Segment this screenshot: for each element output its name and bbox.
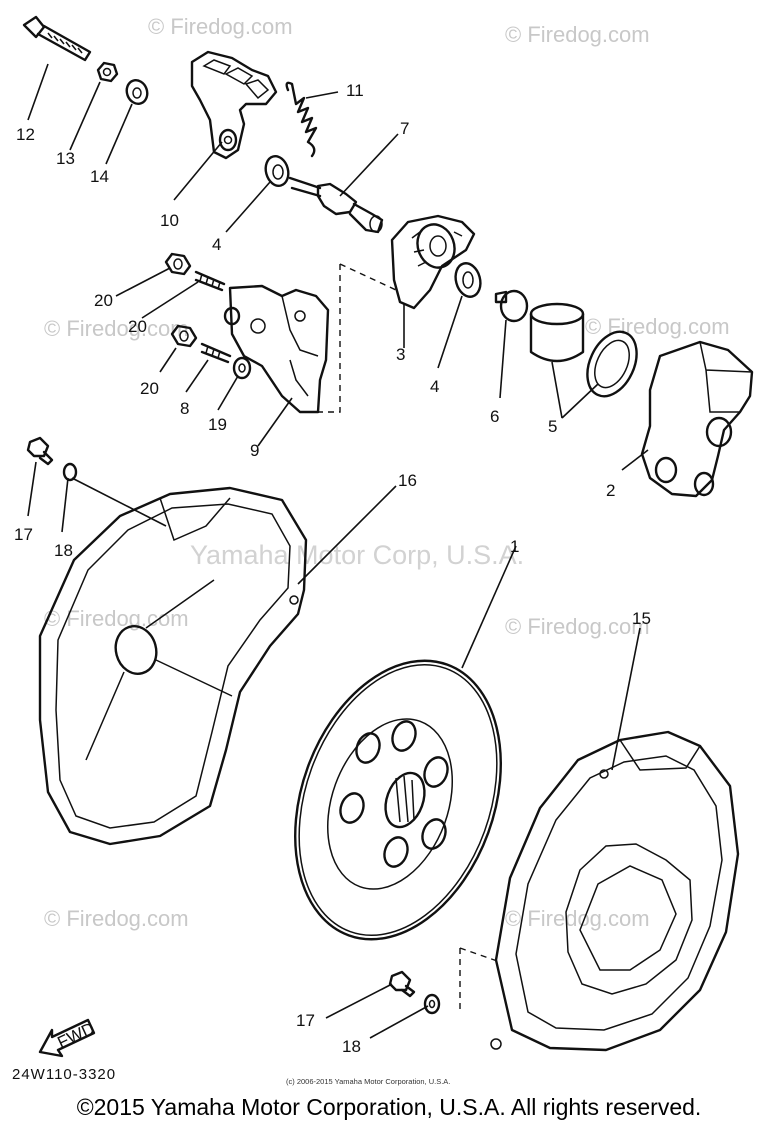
- part-caliper-2: [640, 340, 754, 498]
- callout-8: 8: [180, 399, 189, 418]
- watermark-lower-left: © Firedog.com: [44, 606, 189, 631]
- callout-10: 10: [160, 211, 179, 230]
- watermark-center: Yamaha Motor Corp, U.S.A.: [190, 540, 525, 570]
- part-bolt-20-small: [223, 306, 241, 326]
- part-shaft-7: [288, 176, 384, 234]
- callout-7: 7: [400, 119, 409, 138]
- callout-17-lower: 17: [296, 1011, 315, 1030]
- part-bolt-12: [22, 15, 92, 62]
- part-stud-8: [200, 342, 232, 364]
- callout-6: 6: [490, 407, 499, 426]
- diagram-code: 24W110-3320: [12, 1066, 117, 1083]
- callout-20-upper: 20: [94, 291, 113, 310]
- part-washer-18-upper: [62, 462, 78, 482]
- watermark-bottom-right: © Firedog.com: [505, 906, 650, 931]
- part-nut-20-upper: [164, 252, 192, 276]
- part-washer-18-lower: [423, 993, 441, 1015]
- watermark-top-left: © Firedog.com: [148, 14, 293, 39]
- callout-5: 5: [548, 417, 557, 436]
- part-cover-15: [490, 730, 740, 1052]
- callout-9: 9: [250, 441, 259, 460]
- callout-4-lower: 4: [430, 377, 439, 396]
- part-pin-6: [494, 289, 529, 323]
- copyright-footer: ©2015 Yamaha Motor Corporation, U.S.A. A…: [76, 1094, 702, 1120]
- watermark-mid-left: © Firedog.com: [44, 316, 189, 341]
- watermark-top-right: © Firedog.com: [505, 22, 650, 47]
- part-piston-5a: [529, 302, 585, 363]
- callout-13: 13: [56, 149, 75, 168]
- watermark-lower-right: © Firedog.com: [505, 614, 650, 639]
- callout-19: 19: [208, 415, 227, 434]
- fwd-label: FWD: [54, 1019, 97, 1053]
- callout-16: 16: [398, 471, 417, 490]
- callout-3: 3: [396, 345, 405, 364]
- callout-17-upper: 17: [14, 525, 33, 544]
- part-bracket-9: [228, 284, 330, 414]
- forward-arrow: FWD: [38, 1019, 98, 1058]
- callout-18-upper: 18: [54, 541, 73, 560]
- leader-lines: [27, 63, 649, 1039]
- part-nut-13: [96, 61, 119, 83]
- part-piston-5b: [586, 330, 638, 398]
- part-cam-lever-10: [190, 50, 278, 160]
- callout-4-upper: 4: [212, 235, 221, 254]
- alignment-line-upper: [318, 263, 397, 413]
- callout-15: 15: [632, 609, 651, 628]
- part-nut-20-lower: [170, 324, 198, 348]
- watermark-bottom-left: © Firedog.com: [44, 906, 189, 931]
- callout-14: 14: [90, 167, 109, 186]
- part-spring-11: [285, 81, 318, 158]
- small-copyright: (c) 2006-2015 Yamaha Motor Corporation, …: [286, 1077, 451, 1086]
- part-stud-upper: [194, 270, 226, 292]
- part-seal-4-upper: [264, 155, 290, 187]
- callout-20-lower: 20: [140, 379, 159, 398]
- part-cover-16: [38, 486, 308, 846]
- part-washer-14: [125, 79, 149, 105]
- part-washer-19: [232, 356, 252, 380]
- callout-2: 2: [606, 481, 615, 500]
- callout-20-mid: 20: [128, 317, 147, 336]
- part-bolt-17-upper: [26, 436, 54, 466]
- callout-18-lower: 18: [342, 1037, 361, 1056]
- part-plate-3: [390, 214, 476, 310]
- part-seal-4-lower: [454, 262, 482, 298]
- alignment-line-lower: [459, 947, 501, 1010]
- callout-11: 11: [346, 81, 364, 100]
- callout-1: 1: [510, 537, 519, 556]
- part-disc-1: [294, 659, 502, 941]
- callout-12: 12: [16, 125, 35, 144]
- part-bolt-17-lower: [388, 970, 416, 998]
